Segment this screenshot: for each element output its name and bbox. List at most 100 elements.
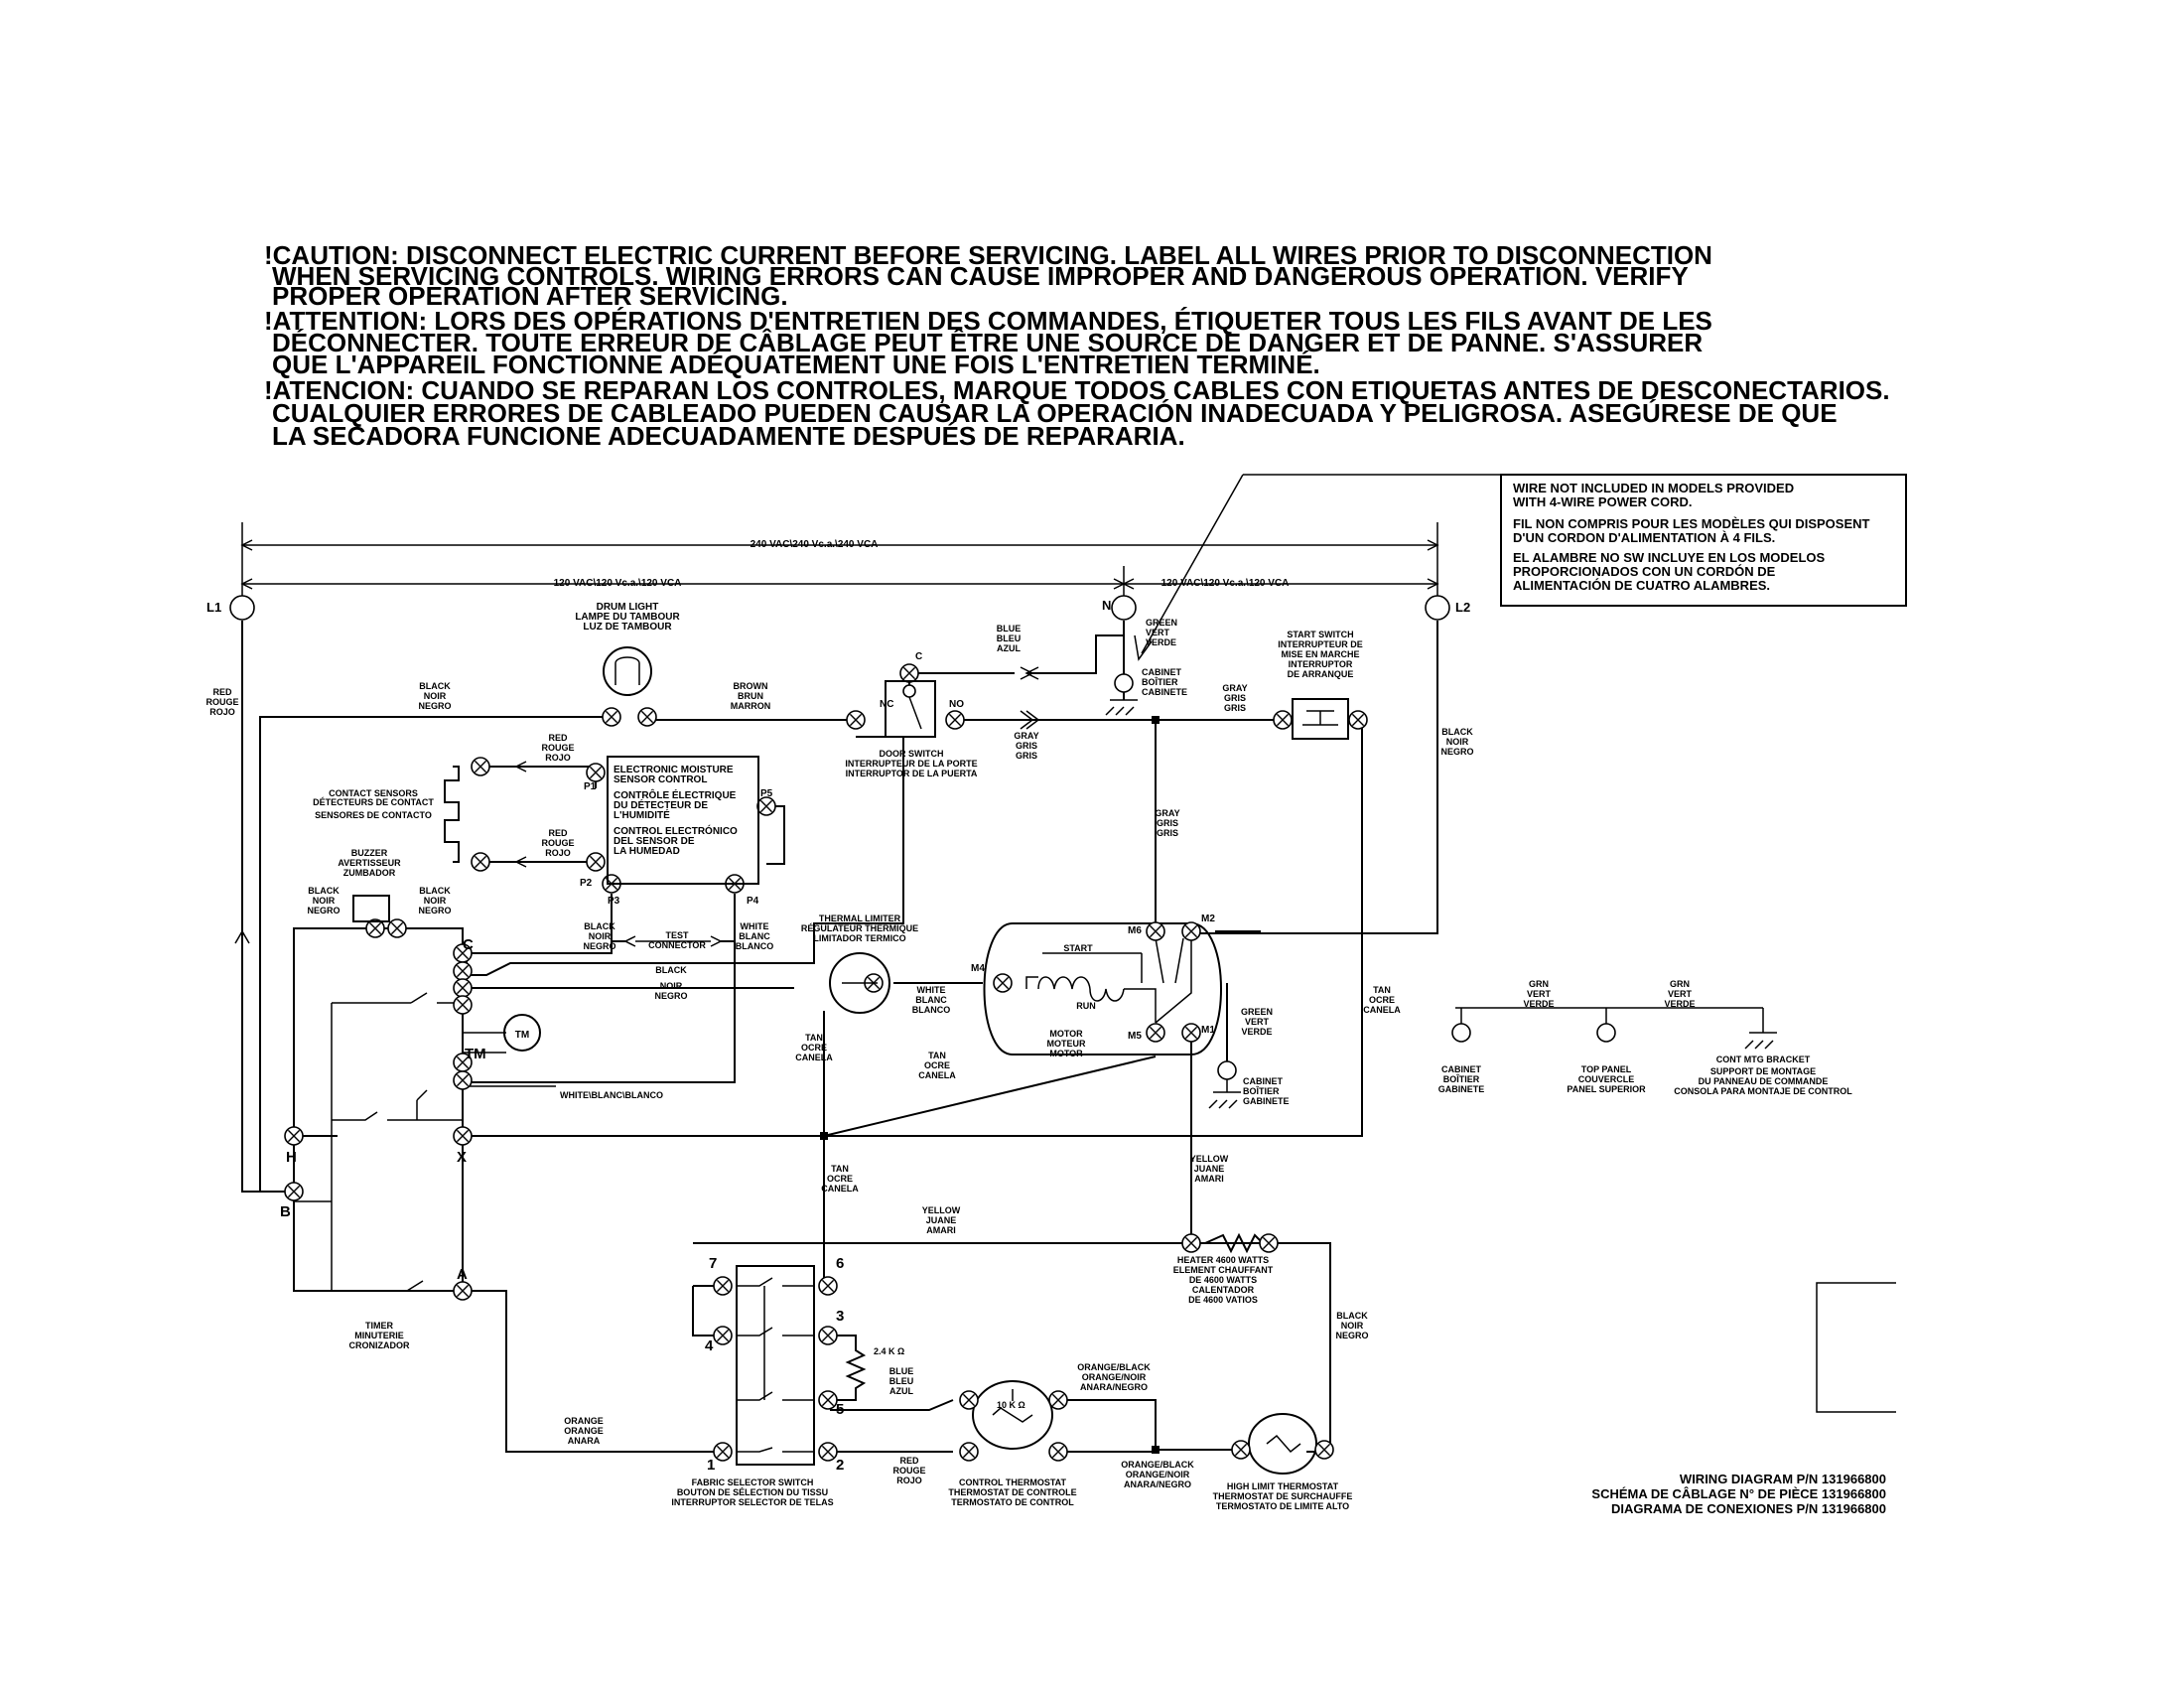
tm-label: TM <box>465 1046 486 1062</box>
terminal-x-mark <box>1351 713 1365 727</box>
terminal-x-mark <box>456 964 470 978</box>
switch-nc-label: NC <box>880 699 893 710</box>
warning-text: !CAUTION: DISCONNECT ELECTRIC CURRENT BE… <box>264 240 1890 451</box>
terminal-x-mark <box>716 1445 730 1459</box>
terminal-x-mark <box>962 1393 976 1407</box>
fabric-1-label: 1 <box>707 1457 715 1474</box>
l1-label: L1 <box>206 600 221 615</box>
voltage-dimensions: 240 VAC\240 Vc.a.\240 VCA 120 VAC\120 Vc… <box>240 522 1439 606</box>
note-en-1: WIRE NOT INCLUDED IN MODELS PROVIDED <box>1513 481 1794 495</box>
m2-label: M2 <box>1201 914 1215 924</box>
terminals <box>229 595 1896 1462</box>
terminal-x-mark <box>1184 1236 1198 1250</box>
fabric-4-label: 4 <box>705 1337 714 1354</box>
attention-line-1: !ATTENTION: LORS DES OPÉRATIONS D'ENTRET… <box>264 306 1712 336</box>
terminal-x-mark <box>1276 713 1290 727</box>
terminal-x-mark <box>1149 924 1162 938</box>
footer-en: WIRING DIAGRAM P/N 131966800 <box>1680 1472 1886 1486</box>
terminal-x-mark <box>287 1129 301 1143</box>
fabric-2-label: 2 <box>836 1457 844 1474</box>
terminal-x-mark <box>1184 1026 1198 1040</box>
x-label: X <box>457 1149 467 1166</box>
m4-label: M4 <box>971 963 985 974</box>
caution-line-1: !CAUTION: DISCONNECT ELECTRIC CURRENT BE… <box>264 240 1712 270</box>
terminal-x-mark <box>1149 1026 1162 1040</box>
timer-motor-symbol: TM <box>515 1030 529 1041</box>
terminal-x-mark <box>390 921 404 935</box>
note-fr-2: D'UN CORDON D'ALIMENTATION À 4 FILS. <box>1513 530 1775 545</box>
footer-es: DIAGRAMA DE CONEXIONES P/N 131966800 <box>1611 1501 1886 1516</box>
m6-label: M6 <box>1128 925 1142 936</box>
voltage-120-left: 120 VAC\120 Vc.a.\120 VCA <box>554 578 682 589</box>
note-fr-1: FIL NON COMPRIS POUR LES MODÈLES QUI DIS… <box>1513 516 1870 531</box>
switch-no-label: NO <box>949 699 964 710</box>
terminal-x-mark <box>640 710 654 724</box>
resistor-24k-label: 2.4 K Ω <box>874 1346 904 1356</box>
terminal-labels: L1 L2 N C TM H X B A P1 P2 P3 P4 P5 M1 M… <box>206 598 1470 1474</box>
attention-line-3: QUE L'APPAREIL FONCTIONNE ADÉQUATEMENT U… <box>272 350 1320 379</box>
wire-white-blanc: WHITE\BLANC\BLANCO <box>560 1090 663 1100</box>
terminal-x-mark <box>1317 1443 1331 1457</box>
n-label: N <box>1102 598 1111 613</box>
switch-c-label: C <box>915 651 922 662</box>
terminal-x-mark <box>1051 1445 1065 1459</box>
caution-line-3: PROPER OPERATION AFTER SERVICING. <box>272 281 788 311</box>
terminal-x-mark <box>456 946 470 960</box>
l2-label: L2 <box>1455 600 1470 615</box>
terminal-x-mark <box>962 1445 976 1459</box>
voltage-120-right: 120 VAC\120 Vc.a.\120 VCA <box>1161 578 1290 589</box>
voltage-240: 240 VAC\240 Vc.a.\240 VCA <box>751 539 879 550</box>
note-es-1: EL ALAMBRE NO SW INCLUYE EN LOS MODELOS <box>1513 550 1826 565</box>
terminal-x-mark <box>456 1073 470 1087</box>
fabric-5-label: 5 <box>836 1401 844 1418</box>
terminal-x-mark <box>456 1055 470 1069</box>
fabric-7-label: 7 <box>709 1255 717 1272</box>
terminal-x-mark <box>759 799 773 813</box>
note-en-2: WITH 4-WIRE POWER CORD. <box>1513 494 1693 509</box>
atencion-line-1: !ATENCION: CUANDO SE REPARAN LOS CONTROL… <box>264 375 1890 405</box>
fabric-6-label: 6 <box>836 1255 844 1272</box>
note-es-3: ALIMENTACIÓN DE CUATRO ALAMBRES. <box>1513 578 1770 593</box>
p3-label: P3 <box>608 896 620 907</box>
terminal-x-mark <box>368 921 382 935</box>
footer-fr: SCHÉMA DE CÂBLAGE N° DE PIÈCE 131966800 <box>1591 1486 1886 1501</box>
p4-label: P4 <box>747 896 759 907</box>
terminal-x-mark <box>589 766 603 779</box>
terminal-x-mark <box>605 710 618 724</box>
p1-label: P1 <box>584 781 597 792</box>
